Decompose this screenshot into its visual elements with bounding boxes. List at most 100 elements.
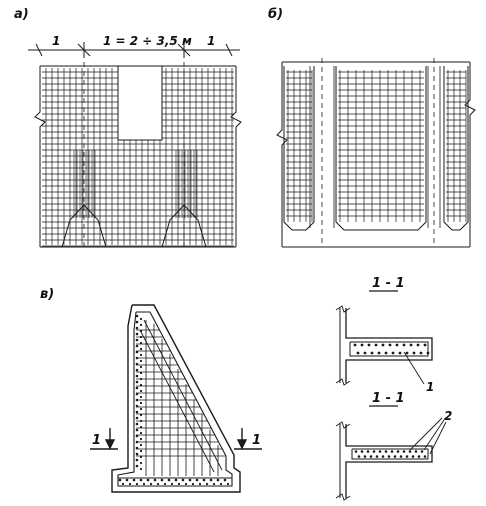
rebar-dot	[381, 343, 385, 347]
dimension-left-label: 1	[52, 34, 60, 48]
panel-b-mesh	[276, 58, 476, 248]
panel-b-label: б)	[268, 7, 283, 22]
rebar-dot	[366, 450, 370, 453]
rebar-dot	[139, 383, 143, 387]
rebar-dot	[399, 455, 403, 458]
section-top-title: 1 - 1	[372, 276, 405, 291]
break-mark-left	[276, 62, 288, 247]
rebar-dot	[135, 326, 139, 330]
rebar-dot	[402, 343, 406, 347]
rebar-dot	[377, 351, 381, 355]
rebar-dot	[135, 362, 139, 366]
rebar-dot	[139, 341, 143, 345]
rebar-dot	[423, 455, 427, 458]
rebar-dot	[139, 347, 143, 351]
rebar-dot	[135, 386, 139, 390]
rebar-dot	[135, 314, 139, 318]
rebar-dot	[391, 351, 395, 355]
rebar-dot	[135, 374, 139, 378]
rebar-dot	[402, 450, 406, 453]
section-top-detail	[335, 305, 433, 386]
rebar-contour	[117, 311, 233, 487]
rebar-dot	[156, 482, 160, 486]
cut-mark-left	[90, 428, 118, 450]
callout-2-leader	[409, 417, 443, 451]
rebar-dot	[395, 343, 399, 347]
rebar-dot	[135, 482, 139, 486]
rebar-dot	[384, 351, 388, 355]
callout-2-leader	[429, 421, 447, 455]
haunch-outline	[61, 204, 107, 248]
rebar-dot	[226, 482, 230, 486]
rebar-dot	[139, 413, 143, 417]
rebar-dot	[409, 343, 413, 347]
rebar-dot	[139, 455, 143, 459]
rebar-dot	[139, 377, 143, 381]
rebar-dot	[423, 343, 427, 347]
rebar-dot	[367, 343, 371, 347]
rebar-dot	[139, 437, 143, 441]
rebar-dot	[174, 478, 178, 482]
rebar-dot	[135, 338, 139, 342]
rebar-dot	[384, 450, 388, 453]
rebar-dot	[360, 343, 364, 347]
slab-outline	[345, 424, 433, 498]
rebar-dot	[132, 478, 136, 482]
rebar-dot	[142, 482, 146, 486]
break-mark	[335, 378, 351, 386]
rebar-dot	[135, 404, 139, 408]
rebar-dot	[135, 452, 139, 456]
rebar-dot	[135, 350, 139, 354]
rebar-dot	[135, 392, 139, 396]
rebar-dot	[212, 482, 216, 486]
haunch-outline	[161, 204, 207, 248]
rebar-dot	[191, 482, 195, 486]
rebar-dot	[357, 455, 361, 458]
rebar-dot	[139, 359, 143, 363]
dimension-center-label: 1 = 2 ÷ 3,5 м	[103, 34, 192, 48]
rebar-dot	[198, 482, 202, 486]
rebar-dot	[202, 478, 206, 482]
rebar-dot	[369, 455, 373, 458]
rebar-dot	[184, 482, 188, 486]
rebar-dot	[135, 416, 139, 420]
rebar-dot	[223, 478, 227, 482]
rebar-dot	[219, 482, 223, 486]
rebar-dot	[363, 351, 367, 355]
callout-1-leader	[403, 351, 425, 385]
rebar-dot	[170, 482, 174, 486]
rebar-dot	[121, 482, 125, 486]
rebar-dot	[139, 317, 143, 321]
inclined-bar	[139, 329, 215, 473]
section-bottom-detail	[335, 417, 447, 501]
rebar-dot	[135, 368, 139, 372]
rebar-dot	[153, 478, 157, 482]
rebar-dot	[135, 428, 139, 432]
rebar-dot	[372, 450, 376, 453]
rebar-dot	[181, 478, 185, 482]
rebar-dot	[139, 335, 143, 339]
rebar-dot	[216, 478, 220, 482]
rebar-dot	[195, 478, 199, 482]
panel-a-mesh	[34, 62, 242, 248]
rebar-dot	[374, 343, 378, 347]
rebar-dot	[370, 351, 374, 355]
rebar-dot	[388, 343, 392, 347]
panel-v-label: в)	[40, 287, 54, 302]
rebar-dot	[135, 434, 139, 438]
rebar-dot	[135, 344, 139, 348]
rebar-dot	[163, 482, 167, 486]
rebar-dot	[135, 332, 139, 336]
rebar-dot	[381, 455, 385, 458]
rebar-dot	[177, 482, 181, 486]
rebar-dot	[408, 450, 412, 453]
rebar-dot	[356, 351, 360, 355]
rebar-dot	[139, 365, 143, 369]
wall-outline	[111, 304, 241, 493]
rebar-dot	[414, 450, 418, 453]
opening-outline	[117, 66, 163, 141]
rebar-dot	[135, 398, 139, 402]
rebar-dot	[417, 455, 421, 458]
